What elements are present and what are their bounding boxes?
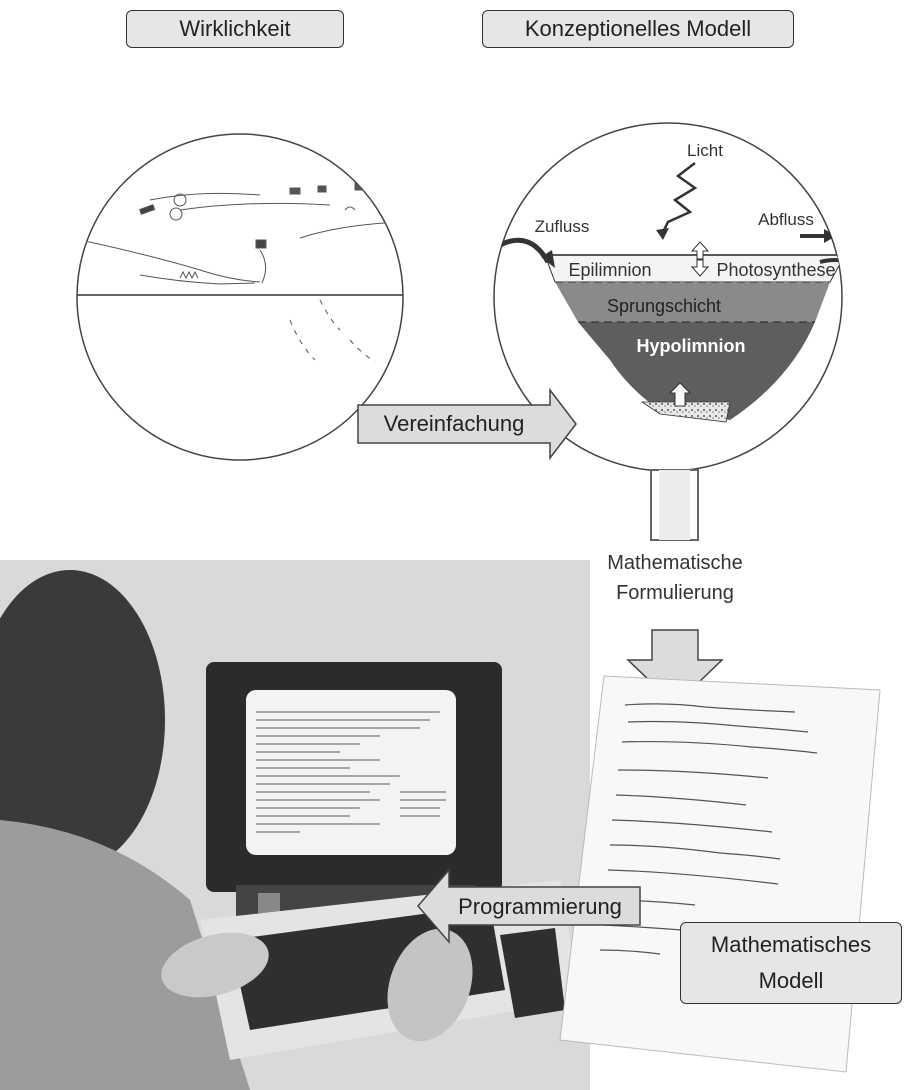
left-hand	[161, 932, 269, 998]
person-head	[0, 570, 165, 870]
math-formulation-line1: Mathematische	[607, 552, 743, 574]
right-hand	[387, 928, 473, 1042]
math-model-label-box: Mathematisches Modell	[680, 922, 902, 1004]
reality-circle	[76, 133, 404, 461]
programming-label: Programmierung	[458, 894, 622, 919]
simplification-label: Vereinfachung	[384, 411, 525, 436]
hypolimnion-label: Hypolimnion	[637, 336, 746, 356]
formulation-connector	[650, 469, 699, 541]
thermocline-label: Sprungschicht	[607, 296, 721, 316]
math-model-line1: Mathematisches	[710, 932, 872, 957]
thermocline-layer	[555, 282, 830, 322]
photosynthesis-label: Photosynthese	[716, 260, 835, 280]
math-formulation-text: Mathematische Formulierung	[570, 548, 780, 608]
reality-label-box: Wirklichkeit	[126, 10, 344, 48]
light-ray	[661, 162, 698, 233]
person-body	[0, 820, 250, 1090]
sediment-flux-arrow	[668, 382, 692, 407]
epilimnion-label: Epilimnion	[568, 260, 651, 280]
reality-label: Wirklichkeit	[179, 16, 291, 41]
math-model-line2: Modell	[758, 968, 824, 993]
monitor-screen	[246, 690, 456, 855]
computer-photo	[0, 560, 881, 1090]
inflow-label: Zufluss	[535, 217, 590, 236]
conceptual-circle: Licht Zufluss Abfluss Epilimnion Photosy…	[493, 122, 843, 472]
equation-sheet	[559, 675, 881, 1073]
sediment-layer	[640, 401, 731, 423]
screen-code-lines	[256, 711, 446, 833]
conceptual-model-label-box: Konzeptionelles Modell	[482, 10, 794, 48]
programming-arrow: Programmierung	[417, 867, 641, 945]
math-formulation-line2: Formulierung	[616, 582, 734, 604]
hypolimnion-layer	[578, 322, 815, 420]
light-label: Licht	[687, 141, 723, 160]
handwritten-equations	[599, 703, 818, 955]
conceptual-model-label: Konzeptionelles Modell	[524, 16, 752, 41]
photosynthesis-exchange-arrow	[690, 241, 710, 277]
outflow-label: Abfluss	[758, 210, 814, 229]
simplification-arrow: Vereinfachung	[357, 387, 577, 461]
